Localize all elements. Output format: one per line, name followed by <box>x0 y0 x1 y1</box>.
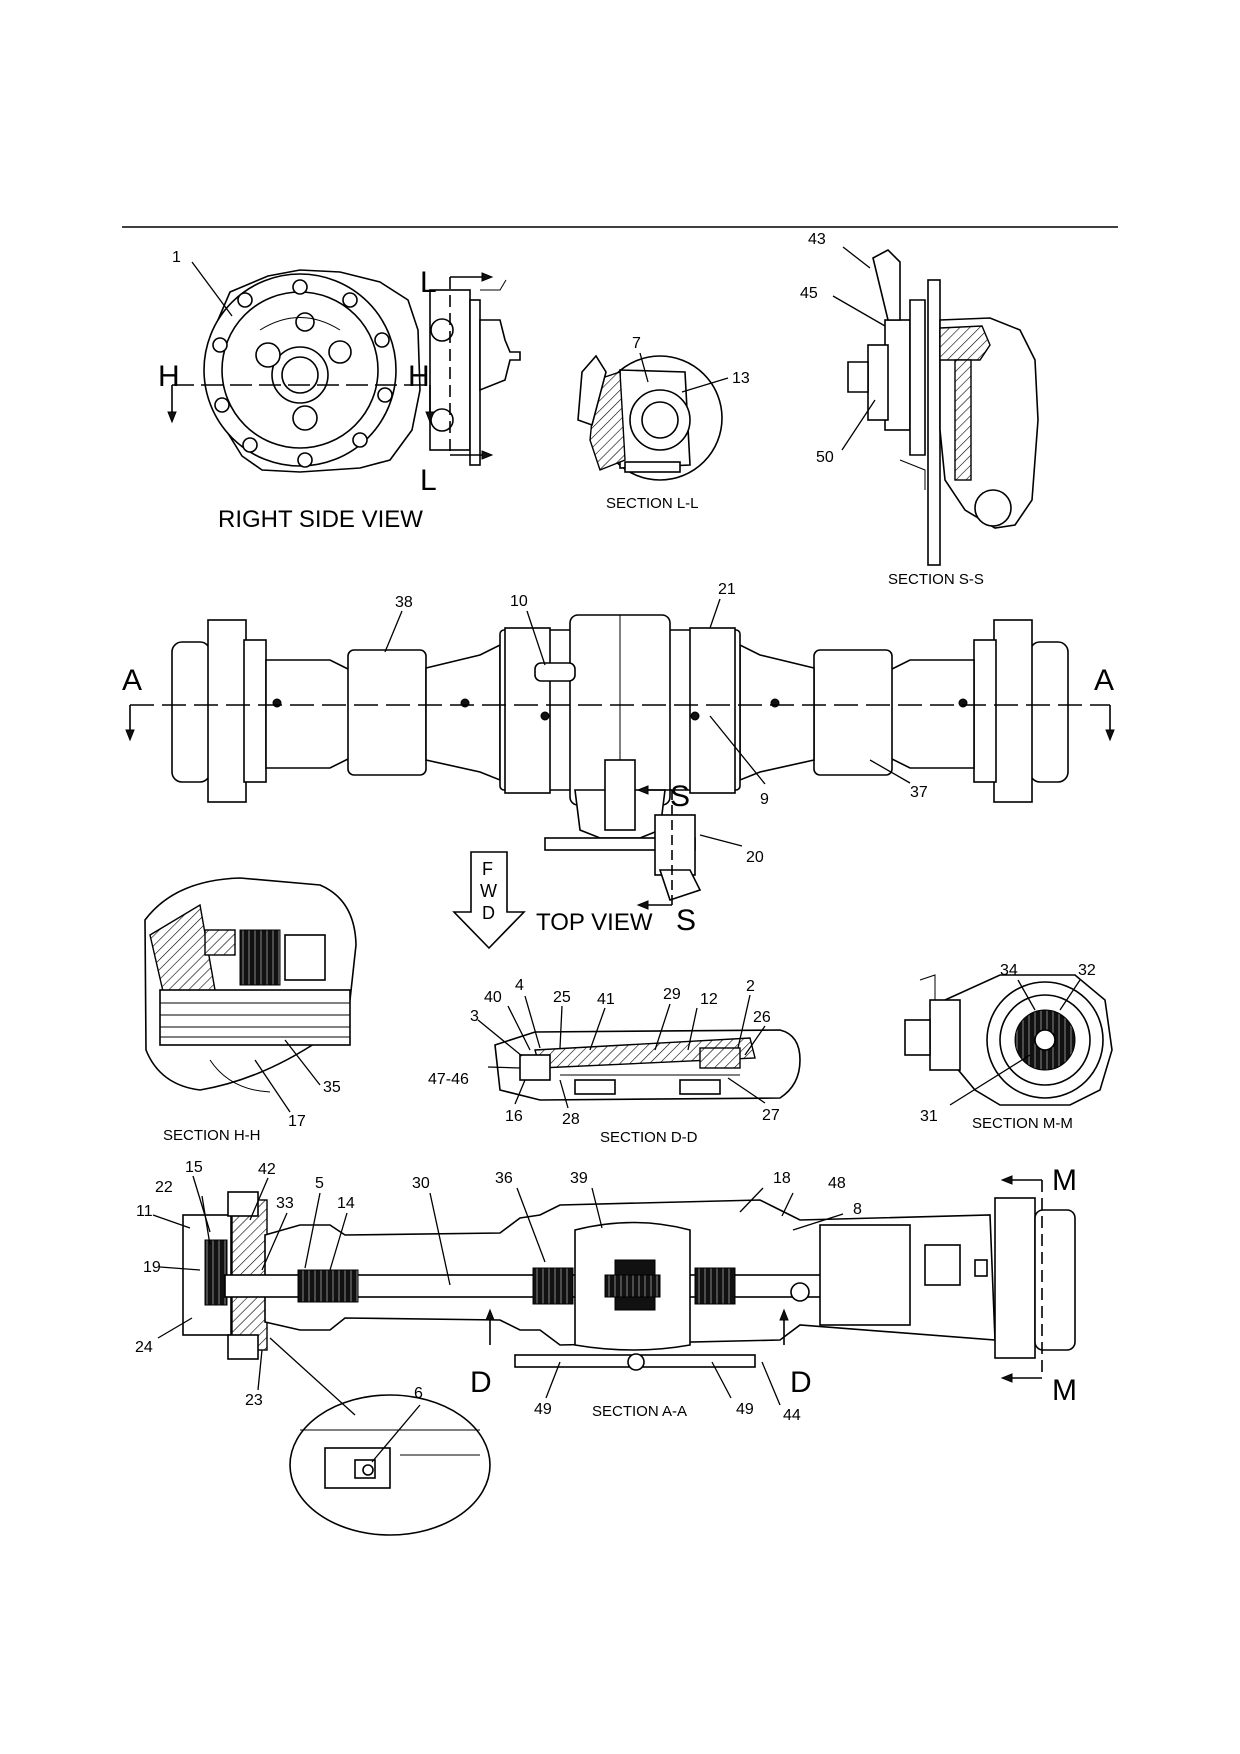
callout-10: 10 <box>510 593 528 610</box>
right-side-view-title: RIGHT SIDE VIEW <box>218 506 423 533</box>
callout-11: 11 <box>136 1203 153 1220</box>
callout-34: 34 <box>1000 962 1018 979</box>
section-m-m-title: SECTION M-M <box>972 1115 1073 1132</box>
callout-37: 37 <box>910 784 928 801</box>
callout-39: 39 <box>570 1170 588 1187</box>
callout-36: 36 <box>495 1170 513 1187</box>
callout-32: 32 <box>1078 962 1096 979</box>
top-view-drawing <box>125 598 1115 910</box>
callout-7: 7 <box>632 335 641 352</box>
section-s-s-title: SECTION S-S <box>888 571 984 588</box>
callout-2: 2 <box>746 978 755 995</box>
callout-26: 26 <box>753 1009 771 1026</box>
callout-24: 24 <box>135 1339 153 1356</box>
section-letter-d-right: D <box>790 1366 812 1399</box>
callout-45: 45 <box>800 285 818 302</box>
callout-27: 27 <box>762 1107 780 1124</box>
callout-31: 31 <box>920 1108 938 1125</box>
callout-40: 40 <box>484 989 502 1006</box>
callout-23: 23 <box>245 1392 263 1409</box>
callout-29: 29 <box>663 986 681 1003</box>
fwd-letter-f: F <box>482 859 493 879</box>
callout-16: 16 <box>505 1108 523 1125</box>
callout-5: 5 <box>315 1175 324 1192</box>
section-l-l-title: SECTION L-L <box>606 495 699 512</box>
section-d-d-drawing <box>477 994 801 1109</box>
callout-18: 18 <box>773 1170 791 1187</box>
callout-19: 19 <box>143 1259 161 1276</box>
section-letter-a-left: A <box>122 664 142 697</box>
callout-20: 20 <box>746 849 764 866</box>
top-view-title: TOP VIEW <box>536 909 653 936</box>
section-h-h-title: SECTION H-H <box>163 1127 261 1144</box>
callout-48: 48 <box>828 1175 846 1192</box>
callout-17: 17 <box>288 1113 306 1130</box>
callout-13: 13 <box>732 370 750 387</box>
callout-50: 50 <box>816 449 834 466</box>
fwd-letter-d: D <box>482 903 495 923</box>
callout-41: 41 <box>597 991 615 1008</box>
callout-49-right: 49 <box>736 1401 754 1418</box>
callout-49-left: 49 <box>534 1401 552 1418</box>
callout-33: 33 <box>276 1195 294 1212</box>
callout-12: 12 <box>700 991 718 1008</box>
section-letter-h-right: H <box>408 360 430 393</box>
callout-25: 25 <box>553 989 571 1006</box>
section-letter-l-bottom: L <box>420 464 437 497</box>
callout-6: 6 <box>414 1385 423 1402</box>
callout-9: 9 <box>760 791 769 808</box>
right-side-view <box>167 261 521 473</box>
callout-43: 43 <box>808 231 826 248</box>
section-letter-m-bottom: M <box>1052 1374 1077 1407</box>
callout-3: 3 <box>470 1008 479 1025</box>
callout-4: 4 <box>515 977 524 994</box>
callout-15: 15 <box>185 1159 203 1176</box>
section-m-m-drawing <box>904 974 1113 1106</box>
callout-47-46: 47-46 <box>428 1071 469 1088</box>
callout-28: 28 <box>562 1111 580 1128</box>
callout-30: 30 <box>412 1175 430 1192</box>
section-letter-s-bottom: S <box>676 904 696 937</box>
callout-44: 44 <box>783 1407 801 1424</box>
section-letter-l-top: L <box>420 266 437 299</box>
section-a-a-title: SECTION A-A <box>592 1403 687 1420</box>
section-h-h-drawing <box>144 877 357 1113</box>
section-letter-m-top: M <box>1052 1164 1077 1197</box>
section-letter-s-top: S <box>670 780 690 813</box>
section-letter-h-left: H <box>158 360 180 393</box>
fwd-letter-w: W <box>480 881 497 901</box>
callout-8: 8 <box>853 1201 862 1218</box>
section-l-l-drawing <box>577 352 729 481</box>
section-letter-a-right: A <box>1094 664 1114 697</box>
section-s-s-drawing <box>832 246 1039 566</box>
callout-38: 38 <box>395 594 413 611</box>
callout-14: 14 <box>337 1195 355 1212</box>
section-letter-d-left: D <box>470 1366 492 1399</box>
callout-1: 1 <box>172 249 181 266</box>
callout-22: 22 <box>155 1179 173 1196</box>
callout-35: 35 <box>323 1079 341 1096</box>
callout-42: 42 <box>258 1161 276 1178</box>
fwd-arrow <box>452 851 526 950</box>
section-a-a-drawing <box>152 1175 1076 1536</box>
callout-21: 21 <box>718 581 736 598</box>
section-d-d-title: SECTION D-D <box>600 1129 698 1146</box>
